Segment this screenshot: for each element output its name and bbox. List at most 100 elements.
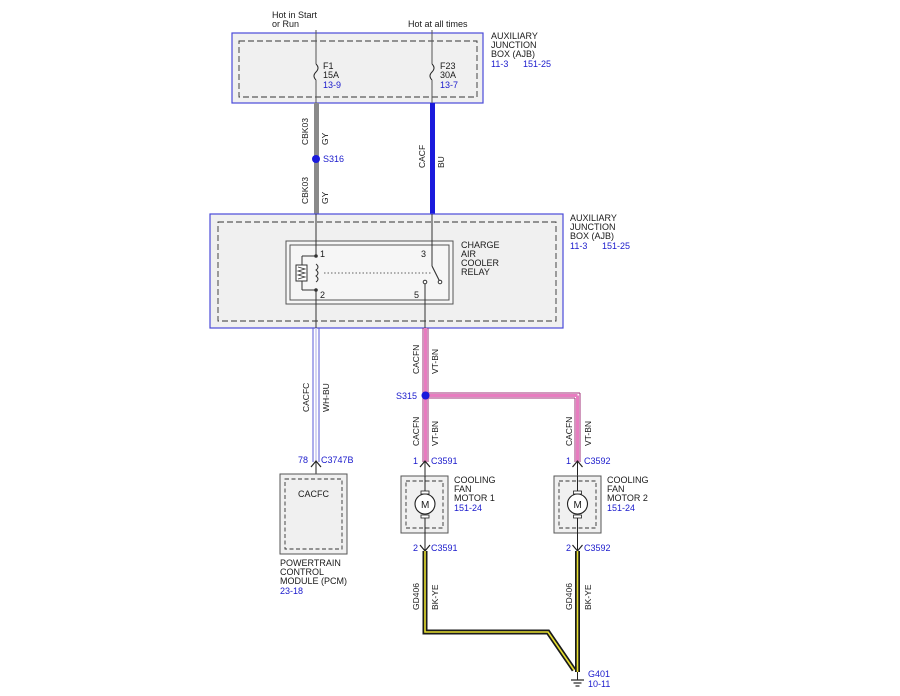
motor1-symbol-label: M bbox=[421, 500, 429, 511]
splice-s316 bbox=[312, 155, 320, 163]
motor1-conn-top: C3591 bbox=[431, 456, 458, 466]
relay-resistor bbox=[295, 264, 308, 282]
ajb-top-label-1: AUXILIARY bbox=[491, 31, 538, 41]
pcm-label-2: CONTROL bbox=[280, 567, 324, 577]
wire-cacfn-color-m2: VT-BN bbox=[583, 421, 593, 446]
relay-pin-2: 2 bbox=[320, 290, 325, 300]
ajb-top-ref-1: 11-3 bbox=[491, 59, 508, 69]
relay-label-4: RELAY bbox=[461, 267, 490, 277]
wire-gd406-code-m1: GD406 bbox=[411, 583, 421, 610]
wire-cacfn-color-m1: VT-BN bbox=[430, 421, 440, 446]
motor2-pin-top: 1 bbox=[566, 456, 571, 466]
relay-label-3: COOLER bbox=[461, 258, 500, 268]
motor1-ref: 151-24 bbox=[454, 503, 482, 513]
ajb-top-label-3: BOX (AJB) bbox=[491, 49, 535, 59]
motor1-conn-bottom: C3591 bbox=[431, 543, 458, 553]
ground-icon bbox=[571, 672, 584, 687]
ajb-bottom-label-2: JUNCTION bbox=[570, 222, 616, 232]
ground-name: G401 bbox=[588, 669, 610, 679]
motor1-inner bbox=[405, 480, 444, 529]
ajb-bottom-inner bbox=[217, 221, 557, 322]
motor2-label-1: COOLING bbox=[607, 475, 649, 485]
ajb-top-box bbox=[231, 32, 484, 104]
wire-gd406-color-m2: BK-YE bbox=[583, 584, 593, 610]
ajb-bottom-label-3: BOX (AJB) bbox=[570, 231, 614, 241]
fuse-f1-rating: 15A bbox=[323, 70, 339, 80]
ajb-top-inner bbox=[238, 40, 478, 98]
pcm-label-1: POWERTRAIN bbox=[280, 558, 341, 568]
ajb-top-ref-2: 151-25 bbox=[523, 59, 551, 69]
motor2-pin-bottom: 2 bbox=[566, 543, 571, 553]
pcm-inner bbox=[284, 478, 343, 550]
pcm-label-3: MODULE (PCM) bbox=[280, 576, 347, 586]
wire-gd406-code-m2: GD406 bbox=[564, 583, 574, 610]
relay-pin-3: 3 bbox=[421, 249, 426, 259]
wire-cacfc-code: CACFC bbox=[301, 383, 311, 412]
wire-cacf-code: CACF bbox=[417, 145, 427, 168]
relay-pin-5: 5 bbox=[414, 290, 419, 300]
wire-gd406-motor1 bbox=[422, 551, 577, 672]
wire-cbk03-color-lower: GY bbox=[320, 191, 330, 204]
wire-cacfn-code-m1: CACFN bbox=[411, 417, 421, 446]
relay-pin-1: 1 bbox=[320, 249, 325, 259]
ajb-top-label-2: JUNCTION bbox=[491, 40, 537, 50]
always-hot-label: Hot at all times bbox=[408, 19, 468, 29]
relay-inner bbox=[289, 244, 450, 301]
wire-cbk03-color-upper: GY bbox=[320, 132, 330, 145]
pcm-connector-arrow bbox=[310, 460, 322, 468]
relay-outer bbox=[285, 240, 454, 305]
wire-cacfn-color-upper: VT-BN bbox=[430, 349, 440, 374]
start-run-label-1: Hot in Start bbox=[272, 10, 318, 20]
wire-cbk03-code-upper: CBK03 bbox=[300, 118, 310, 145]
fuse-f23-name: F23 bbox=[440, 61, 456, 71]
ajb-bottom-ref-1: 11-3 bbox=[570, 241, 587, 251]
pcm-connector: C3747B bbox=[321, 455, 354, 465]
motor2-conn-top: C3592 bbox=[584, 456, 611, 466]
motor1-label-1: COOLING bbox=[454, 475, 496, 485]
splice-s316-label: S316 bbox=[323, 154, 344, 164]
fuse-f23-ref: 13-7 bbox=[440, 80, 458, 90]
wire-cacfn-code-upper: CACFN bbox=[411, 345, 421, 374]
pcm-signal: CACFC bbox=[298, 489, 329, 499]
splice-s315-label: S315 bbox=[396, 391, 417, 401]
ground-ref: 10-11 bbox=[588, 679, 610, 689]
fuse-f23-symbol bbox=[429, 63, 435, 81]
motor2-inner bbox=[558, 480, 597, 529]
wire-cacfc-color: WH-BU bbox=[321, 383, 331, 412]
fuse-f1-ref: 13-9 bbox=[323, 80, 341, 90]
motor2-symbol-label: M bbox=[574, 500, 582, 511]
start-run-label-2: or Run bbox=[272, 19, 299, 29]
fuse-f23-rating: 30A bbox=[440, 70, 456, 80]
motor1-pin-bottom: 2 bbox=[413, 543, 418, 553]
wire-cacfn-branch-vertical bbox=[574, 393, 581, 462]
motor1-symbol bbox=[414, 493, 436, 515]
relay-coil bbox=[315, 263, 319, 283]
fuse-f1-name: F1 bbox=[323, 61, 334, 71]
wire-cacfn-branch-horizontal bbox=[425, 392, 580, 399]
motor1-label-3: MOTOR 1 bbox=[454, 493, 495, 503]
wire-cbk03-lower bbox=[314, 159, 319, 214]
splice-s315 bbox=[421, 391, 430, 400]
fuse-f1-symbol bbox=[313, 63, 319, 81]
wire-cacf bbox=[430, 103, 435, 214]
wire-cbk03-code-lower: CBK03 bbox=[300, 177, 310, 204]
wire-cacfn-code-m2: CACFN bbox=[564, 417, 574, 446]
motor2-top-connector-arrow bbox=[572, 460, 583, 468]
motor1-pin-top: 1 bbox=[413, 456, 418, 466]
motor2-symbol bbox=[566, 493, 589, 515]
pcm-box bbox=[279, 473, 348, 555]
ajb-bottom-label-1: AUXILIARY bbox=[570, 213, 617, 223]
motor1-label-2: FAN bbox=[454, 484, 472, 494]
relay-switch-arm bbox=[431, 265, 441, 283]
wire-cacf-color: BU bbox=[436, 156, 446, 168]
pcm-pin: 78 bbox=[298, 455, 308, 465]
wire-cbk03-upper bbox=[314, 103, 319, 159]
motor2-label-2: FAN bbox=[607, 484, 625, 494]
motor1-top-connector-arrow bbox=[419, 460, 431, 468]
wire-gd406-color-m1: BK-YE bbox=[430, 584, 440, 610]
relay-label-2: AIR bbox=[461, 249, 477, 259]
pcm-ref: 23-18 bbox=[280, 586, 303, 596]
motor2-conn-bottom: C3592 bbox=[584, 543, 611, 553]
ajb-bottom-ref-2: 151-25 bbox=[602, 241, 630, 251]
